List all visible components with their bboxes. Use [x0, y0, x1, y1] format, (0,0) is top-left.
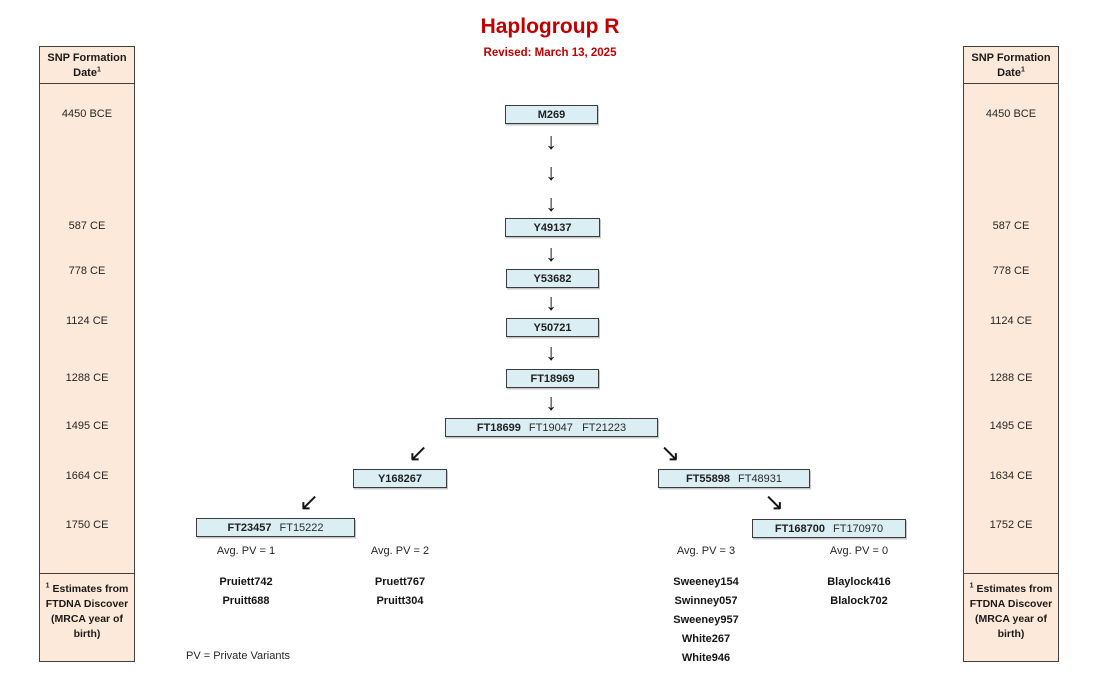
down-right-arrow-icon: ↘ — [660, 440, 681, 467]
pv-legend: PV = Private Variants — [186, 650, 291, 662]
snp-label: Y49137 — [533, 221, 572, 234]
page-title: Haplogroup R — [480, 15, 620, 38]
node-y50721: Y50721 — [506, 318, 599, 337]
snp-secondary-label: FT170970 — [833, 522, 884, 535]
node-ft18699: FT18699 FT19047 FT21223 — [445, 418, 658, 437]
node-y49137: Y49137 — [505, 218, 600, 237]
down-arrow-icon: ↓ — [545, 240, 557, 266]
node-m269: M269 — [505, 105, 598, 124]
footnote-marker: 1 — [45, 582, 50, 590]
date-label: 1664 CE — [65, 470, 109, 482]
snp-label: Y168267 — [377, 472, 423, 485]
date-label: 778 CE — [992, 265, 1030, 277]
down-left-arrow-icon: ↙ — [299, 489, 320, 516]
snp-label: M269 — [537, 108, 566, 121]
date-label: 778 CE — [68, 265, 106, 277]
date-label: 587 CE — [992, 220, 1030, 232]
snp-label: Y53682 — [533, 272, 572, 285]
footnote-marker: 1 — [96, 66, 101, 74]
node-y168267: Y168267 — [353, 469, 447, 488]
snp-secondary-label: FT19047 FT21223 — [528, 421, 627, 434]
group-avg-pv-2: Avg. PV = 2 Pruett767 Pruitt304 — [335, 545, 465, 611]
panel-footnote: 1 Estimates from FTDNA Discover (MRCA ye… — [964, 573, 1058, 661]
snp-label: FT23457 — [227, 521, 272, 534]
date-label: 4450 BCE — [985, 108, 1037, 120]
node-ft23457: FT23457 FT15222 — [196, 518, 355, 537]
group-avg-pv-1: Avg. PV = 1 Pruiett742 Pruitt688 — [181, 545, 311, 611]
down-arrow-icon: ↓ — [545, 289, 557, 315]
panel-header: SNP Formation Date1 — [964, 47, 1058, 84]
down-arrow-icon: ↓ — [545, 389, 557, 415]
down-arrow-icon: ↓ — [545, 128, 557, 154]
date-label: 1124 CE — [66, 315, 108, 327]
snp-date-panel-right: SNP Formation Date1 4450 BCE 587 CE 778 … — [963, 46, 1059, 662]
group-avg-pv-0: Avg. PV = 0 Blaylock416 Blalock702 — [794, 545, 924, 611]
avg-pv-label: Avg. PV = 1 — [216, 545, 276, 557]
avg-pv-label: Avg. PV = 2 — [370, 545, 430, 557]
node-y53682: Y53682 — [506, 269, 599, 288]
kit-name: Pruett767 — [374, 576, 426, 588]
down-arrow-icon: ↓ — [545, 190, 557, 216]
kit-name: Sweeney154 — [673, 576, 739, 588]
down-right-arrow-icon: ↘ — [764, 489, 785, 516]
date-label: 1752 CE — [989, 519, 1033, 531]
panel-header: SNP Formation Date1 — [40, 47, 134, 84]
down-arrow-icon: ↓ — [545, 159, 557, 185]
avg-pv-label: Avg. PV = 0 — [829, 545, 889, 557]
panel-footnote-text: Estimates from FTDNA Discover (MRCA year… — [969, 583, 1053, 640]
snp-date-panel-left: SNP Formation Date1 4450 BCE 587 CE 778 … — [39, 46, 135, 662]
date-label: 4450 BCE — [61, 108, 113, 120]
panel-footnote: 1 Estimates from FTDNA Discover (MRCA ye… — [40, 573, 134, 661]
kit-name: Blalock702 — [830, 595, 888, 607]
date-label: 1634 CE — [989, 470, 1033, 482]
snp-label: FT18699 — [476, 421, 521, 434]
footnote-marker: 1 — [969, 582, 974, 590]
kit-name: Pruitt304 — [376, 595, 424, 607]
footnote-marker: 1 — [1020, 66, 1025, 74]
date-label: 587 CE — [68, 220, 106, 232]
avg-pv-label: Avg. PV = 3 — [676, 545, 736, 557]
date-label: 1124 CE — [990, 315, 1032, 327]
panel-header-label: SNP Formation Date — [971, 52, 1051, 79]
group-avg-pv-3: Avg. PV = 3 Sweeney154 Swinney057 Sweene… — [641, 545, 771, 668]
kit-name: Swinney057 — [674, 595, 738, 607]
date-label: 1495 CE — [989, 420, 1033, 432]
kit-name: Blaylock416 — [827, 576, 891, 588]
kit-name: Pruiett742 — [219, 576, 273, 588]
kit-name: Sweeney957 — [673, 614, 739, 626]
snp-secondary-label: FT15222 — [279, 521, 324, 534]
snp-label: FT18969 — [530, 372, 575, 385]
panel-footnote-text: Estimates from FTDNA Discover (MRCA year… — [45, 583, 129, 640]
kit-name: White946 — [681, 652, 731, 664]
down-left-arrow-icon: ↙ — [408, 440, 429, 467]
date-label: 1495 CE — [65, 420, 109, 432]
revision-date: Revised: March 13, 2025 — [483, 47, 617, 59]
snp-label: Y50721 — [533, 321, 572, 334]
down-arrow-icon: ↓ — [545, 339, 557, 365]
node-ft18969: FT18969 — [506, 369, 599, 388]
node-ft168700: FT168700 FT170970 — [752, 519, 906, 538]
date-label: 1288 CE — [65, 372, 109, 384]
date-label: 1750 CE — [65, 519, 109, 531]
date-label: 1288 CE — [989, 372, 1033, 384]
snp-label: FT55898 — [685, 472, 730, 485]
panel-header-label: SNP Formation Date — [47, 52, 127, 79]
snp-label: FT168700 — [774, 522, 825, 535]
kit-name: Pruitt688 — [222, 595, 270, 607]
snp-secondary-label: FT48931 — [738, 472, 783, 485]
kit-name: White267 — [681, 633, 731, 645]
node-ft55898: FT55898 FT48931 — [658, 469, 810, 488]
